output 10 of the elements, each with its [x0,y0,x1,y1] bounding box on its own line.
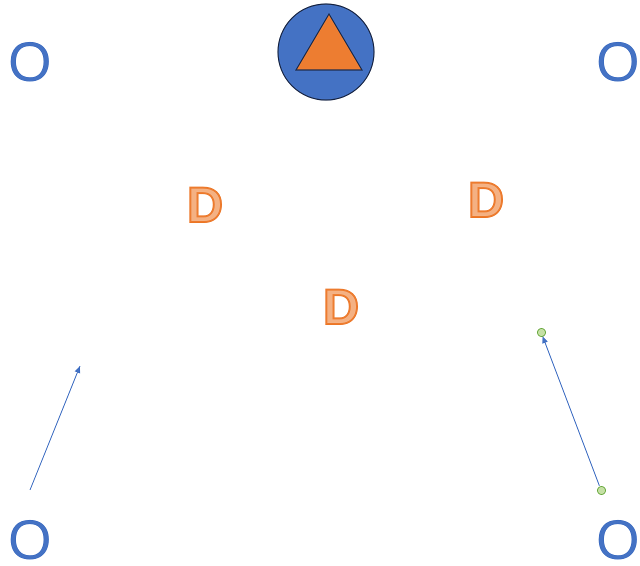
letter-label: O [596,512,640,566]
letter-label: O [8,512,52,566]
outlined-letter-label: D [187,180,224,230]
letter-label: O [596,34,640,90]
letter-label: O [8,34,52,90]
outlined-letter-label: D [323,282,360,332]
arrow [542,336,600,486]
dot [536,328,546,336]
dot [596,486,606,494]
outlined-letter-label: D [468,175,504,225]
